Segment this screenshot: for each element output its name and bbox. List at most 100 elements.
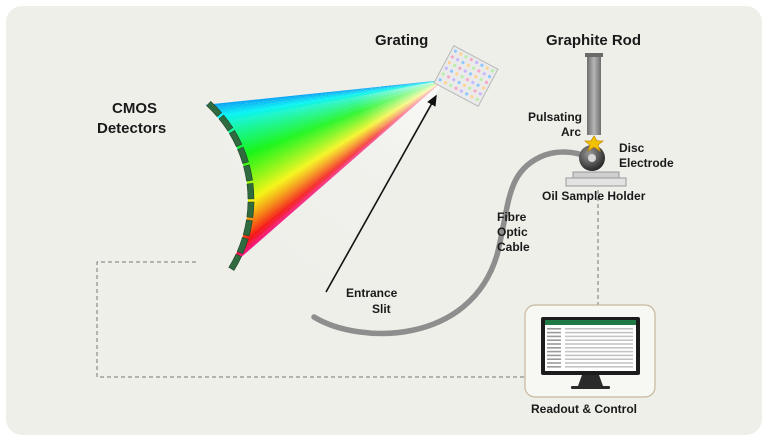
sheet-row-cells [565,366,633,368]
sheet-row-label [547,362,561,364]
grating-dot [490,69,495,73]
grating-dot [470,95,474,99]
sheet-row-cells [565,335,633,338]
spectrum-band [212,80,444,114]
sheet-row-label [547,339,561,341]
grating-dot [475,97,479,102]
sheet-row-cells [565,328,633,330]
grating-dot [468,86,472,90]
grating-dot [454,86,458,90]
cmos-detector-segment [246,182,255,200]
grating-dot [463,69,467,73]
grating-dot [465,78,470,82]
fibre-optic-cable-label-line1: Fibre [497,210,527,224]
grating-dot [453,63,457,68]
sheet-row-label [547,331,561,334]
grating-dot [452,78,456,82]
sheet-row-cells [565,358,633,360]
grating-dot [446,75,451,79]
spectrum-band [207,80,444,109]
sheet-row-cells [565,354,633,357]
grating-dot [459,89,463,93]
grating-dot [465,92,469,96]
grating-dot [476,83,480,87]
entrance-slit-label-line1: Entrance [346,286,398,300]
disc-electrode-icon [579,145,605,171]
grating-dot [455,72,459,76]
grating-dot [444,66,448,70]
cmos-label-line1: CMOS [112,100,157,117]
light-path-arrow [325,94,437,293]
grating-label: Grating [375,32,428,49]
spectrum-highlight [180,80,444,318]
spectrum-band [209,80,444,111]
cmos-detector-segment [218,114,234,132]
grating-dot [485,66,489,70]
grating-dot [487,74,492,79]
grating-dot [468,72,473,76]
cmos-detector-array [206,100,255,271]
fibre-optic-cable [311,149,588,337]
cmos-label-line2: Detectors [97,120,166,137]
grating-dot [449,83,453,88]
pulsating-arc-spark-icon [583,135,605,152]
grating-dot [471,80,475,85]
grating-dot [478,92,482,96]
sheet-row-label [547,343,561,345]
sheet-row-cells [565,339,633,341]
pulsating-arc-label-line2: Arc [561,125,581,139]
grating-dot [484,80,489,84]
sheet-row-label [547,347,561,349]
grating-dot [460,75,464,79]
grating-dot [441,72,445,76]
fibre-optic-cable-label-line3: Cable [497,240,530,254]
grating-dot [466,63,470,67]
sheet-row-label [547,328,561,330]
sheet-row-cells [565,331,633,334]
sheet-row-cells [565,347,633,349]
graphite-rod-label: Graphite Rod [546,32,641,49]
pulsating-arc-label-line1: Pulsating [528,110,582,124]
grating-dot [438,78,442,82]
cmos-detector-segment [228,253,242,271]
readout-control-label: Readout & Control [531,402,637,416]
grating-dot [471,66,476,70]
grating-dot [459,52,463,56]
grating-dot [449,69,454,73]
grating-dot [474,75,478,79]
sheet-row-cells [565,362,633,364]
disc-electrode-label-line1: Disc [619,141,645,155]
sheet-row-label [547,358,561,360]
grating-dot [475,60,479,64]
spectrum-band [210,80,444,112]
grating-dot [479,77,483,82]
cmos-detector-segment [242,219,253,237]
sheet-row-cells [565,343,633,345]
oil-sample-holder-label: Oil Sample Holder [542,189,646,203]
cmos-detector-segment [237,146,249,164]
disc-electrode-label-line2: Electrode [619,156,674,170]
cmos-detector-segment [243,164,253,182]
readout-control-monitor-icon [524,304,656,398]
spectrum-band [219,80,444,122]
grating-dot [462,83,467,87]
graphite-rod-icon [585,53,603,135]
grating-dot [482,72,486,76]
spectrum-band [216,80,444,118]
fibre-optic-cable-label-line2: Optic [497,225,528,239]
sheet-row-label [547,354,561,357]
cmos-detector-segment [236,237,249,255]
sheet-row-label [547,350,561,353]
grating-dot [457,80,461,85]
sheet-row-label [547,366,561,368]
spectrum-band [217,80,444,120]
grating-dot [473,89,477,93]
grating-dot [461,60,465,65]
entrance-slit-label-line2: Slit [372,302,391,316]
cmos-detector-segment [246,201,255,218]
grating-dot [464,55,468,59]
grating-dot [447,61,451,65]
grating-dot [443,81,448,85]
spectrum-band [214,80,444,116]
